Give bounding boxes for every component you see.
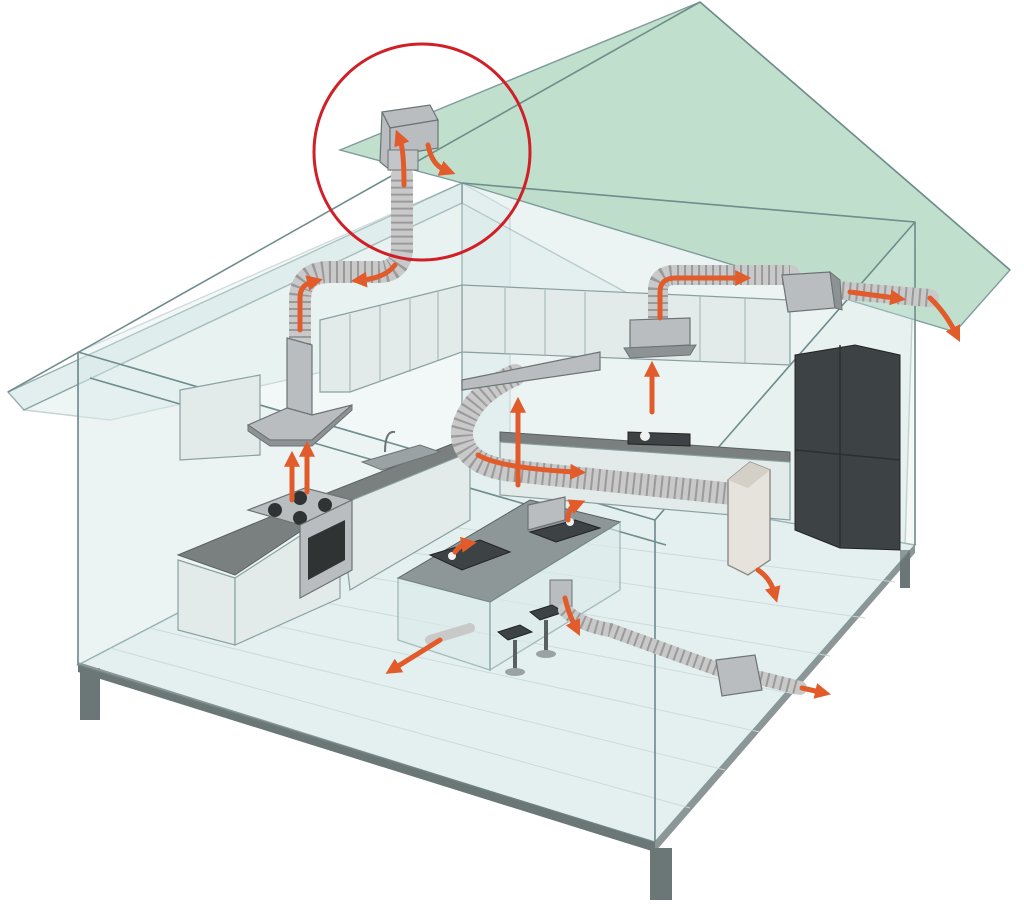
arrow-island-up: [565, 499, 586, 523]
arrow-riser-bend: [297, 275, 323, 333]
post-right: [900, 550, 910, 588]
post-left: [80, 668, 100, 720]
arrow-hood-duct: [657, 269, 752, 321]
arrow-island-up2: [452, 536, 478, 555]
airflow-arrows: [283, 129, 961, 699]
upper-cabinets-left: [179, 284, 463, 461]
floor-edge: [78, 662, 655, 852]
arrow-riser: [350, 262, 398, 288]
roof-left-slope: [6, 181, 463, 411]
ceiling-insert-hood: [623, 317, 697, 359]
arrow-wall-vent: [755, 567, 781, 603]
wall-chimney-hood: [246, 337, 353, 447]
gas-range: [246, 487, 354, 600]
duct-underfloor-exit: [753, 671, 807, 695]
arrow-roof-up: [394, 129, 410, 188]
kitchen-sink: [360, 430, 442, 471]
oven-window: [308, 520, 345, 580]
refrigerator: [794, 344, 901, 551]
under-floor-inline-fan: [715, 654, 763, 697]
ceiling-plenum-panel: [461, 351, 601, 391]
arrow-island-left: [385, 637, 443, 674]
back-cooktop: [627, 431, 691, 447]
wall-mounted-vent: [727, 461, 771, 576]
roof-vent-highlight-circle: [312, 42, 532, 262]
arrow-roof-out: [425, 142, 456, 176]
island-cooktop-2: [528, 519, 602, 543]
post-front: [650, 848, 672, 900]
duct-island-left: [425, 623, 475, 645]
floor-edge-right: [655, 545, 915, 852]
arrow-roof-exit: [927, 295, 961, 343]
bar-stools: [496, 604, 566, 676]
inline-duct-fan: [781, 270, 843, 313]
arrow-duct-right: [475, 452, 587, 480]
arrow-downdraft: [562, 595, 581, 637]
arrow-underfloor-exit: [799, 683, 831, 699]
arrow-inline-out: [847, 289, 907, 306]
